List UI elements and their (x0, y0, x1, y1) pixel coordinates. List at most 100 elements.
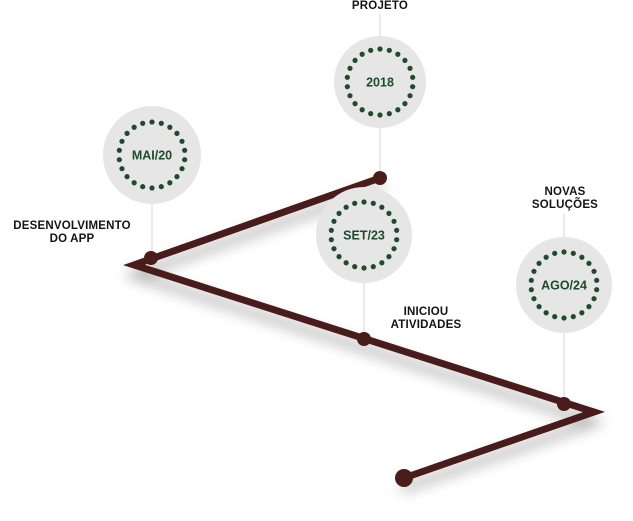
badge-dot (391, 246, 397, 252)
badge-dot (531, 296, 537, 302)
badge-dot (179, 166, 185, 172)
badge-dot (591, 296, 597, 302)
badge-dot (410, 84, 416, 90)
badge-dot (343, 260, 349, 266)
badge-dot (352, 57, 358, 63)
badge-dot (586, 260, 592, 266)
badge-dot (395, 51, 401, 57)
badge-dot (167, 124, 173, 130)
badge-dot (377, 46, 383, 52)
badge-dot (361, 265, 367, 271)
badge-dot (586, 304, 592, 310)
badge-dot (402, 57, 408, 63)
badge-dot (331, 246, 337, 252)
badge-dot (336, 210, 342, 216)
badge-dot (543, 254, 549, 260)
badge-dot (379, 260, 385, 266)
badge-dot (407, 65, 413, 71)
badge-dot (410, 74, 416, 80)
badge-dot (140, 120, 146, 126)
badge-dot (594, 277, 600, 283)
badge-dot (344, 74, 350, 80)
badge-dot (149, 119, 155, 125)
badge-date-set23: SET/23 (343, 229, 385, 243)
badge-dot (594, 287, 600, 293)
label-desenvolvimento-line1: DESENVOLVIMENTO (13, 220, 131, 232)
badge-dot (570, 314, 576, 320)
badge-dot (528, 277, 534, 283)
path-endpoint-end (395, 469, 413, 487)
badge-mai20: MAI/20 (103, 106, 201, 204)
badge-dot (331, 218, 337, 224)
badge-dot (370, 200, 376, 206)
badge-dot (407, 93, 413, 99)
badge-dot (149, 185, 155, 191)
badge-dot (394, 227, 400, 233)
path-node-ago24 (557, 397, 571, 411)
badge-dot (377, 112, 383, 118)
badge-dot (347, 65, 353, 71)
badge-2018: 2018 (334, 36, 426, 128)
badge-dot (119, 166, 125, 172)
badge-dot (386, 254, 392, 260)
badge-dot (386, 111, 392, 117)
badge-dot (359, 51, 365, 57)
badge-dot (158, 120, 164, 126)
badge-dot (328, 227, 334, 233)
badge-dot (359, 107, 365, 113)
label-iniciou-line2: ATIVIDADES (390, 319, 462, 331)
badge-set23: SET/23 (316, 187, 412, 283)
badge-dot (543, 310, 549, 316)
badge-dot (561, 315, 567, 321)
badge-dot (352, 101, 358, 107)
label-projeto-line1: PROJETO (351, 0, 409, 12)
badge-dot (528, 287, 534, 293)
badge-dot (591, 268, 597, 274)
badge-dot (119, 138, 125, 144)
badge-dot (116, 157, 122, 163)
badge-dot (347, 93, 353, 99)
badge-dot (131, 124, 137, 130)
badge-ago24: AGO/24 (516, 237, 612, 333)
badge-dot (386, 47, 392, 53)
label-novas: NOVAS SOLUÇÕES (520, 186, 610, 212)
badge-dot (352, 200, 358, 206)
badge-dot (570, 250, 576, 256)
badge-dot (352, 264, 358, 270)
label-novas-line2: SOLUÇÕES (531, 199, 599, 211)
badge-dot (402, 101, 408, 107)
badge-dot (328, 237, 334, 243)
badge-dot (174, 174, 180, 180)
badge-dot (182, 147, 188, 153)
badge-dot (536, 260, 542, 266)
badge-dot (344, 84, 350, 90)
badge-dot (552, 250, 558, 256)
path-endpoint-start (373, 171, 387, 185)
badge-dot (536, 304, 542, 310)
badge-dot (174, 130, 180, 136)
badge-dot (368, 111, 374, 117)
label-desenvolvimento-line2: DO APP (49, 233, 95, 245)
badge-date-mai20: MAI/20 (132, 149, 172, 163)
label-projeto: PROJETO (340, 0, 420, 13)
badge-date-ago24: AGO/24 (541, 279, 587, 293)
badge-dot (370, 264, 376, 270)
label-iniciou-line1: INICIOU (403, 306, 449, 318)
badge-dot (531, 268, 537, 274)
badge-dot (182, 157, 188, 163)
badge-dot (361, 199, 367, 205)
badge-dot (124, 174, 130, 180)
badge-dot (386, 210, 392, 216)
badge-dot (395, 107, 401, 113)
badge-dot (167, 180, 173, 186)
badge-dot (394, 237, 400, 243)
label-desenvolvimento: DESENVOLVIMENTO DO APP (0, 220, 144, 246)
badge-dot (391, 218, 397, 224)
badge-dot (140, 184, 146, 190)
badge-dot (124, 130, 130, 136)
badge-date-2018: 2018 (366, 76, 394, 90)
badge-dot (131, 180, 137, 186)
badge-dot (579, 310, 585, 316)
badge-dot (343, 204, 349, 210)
